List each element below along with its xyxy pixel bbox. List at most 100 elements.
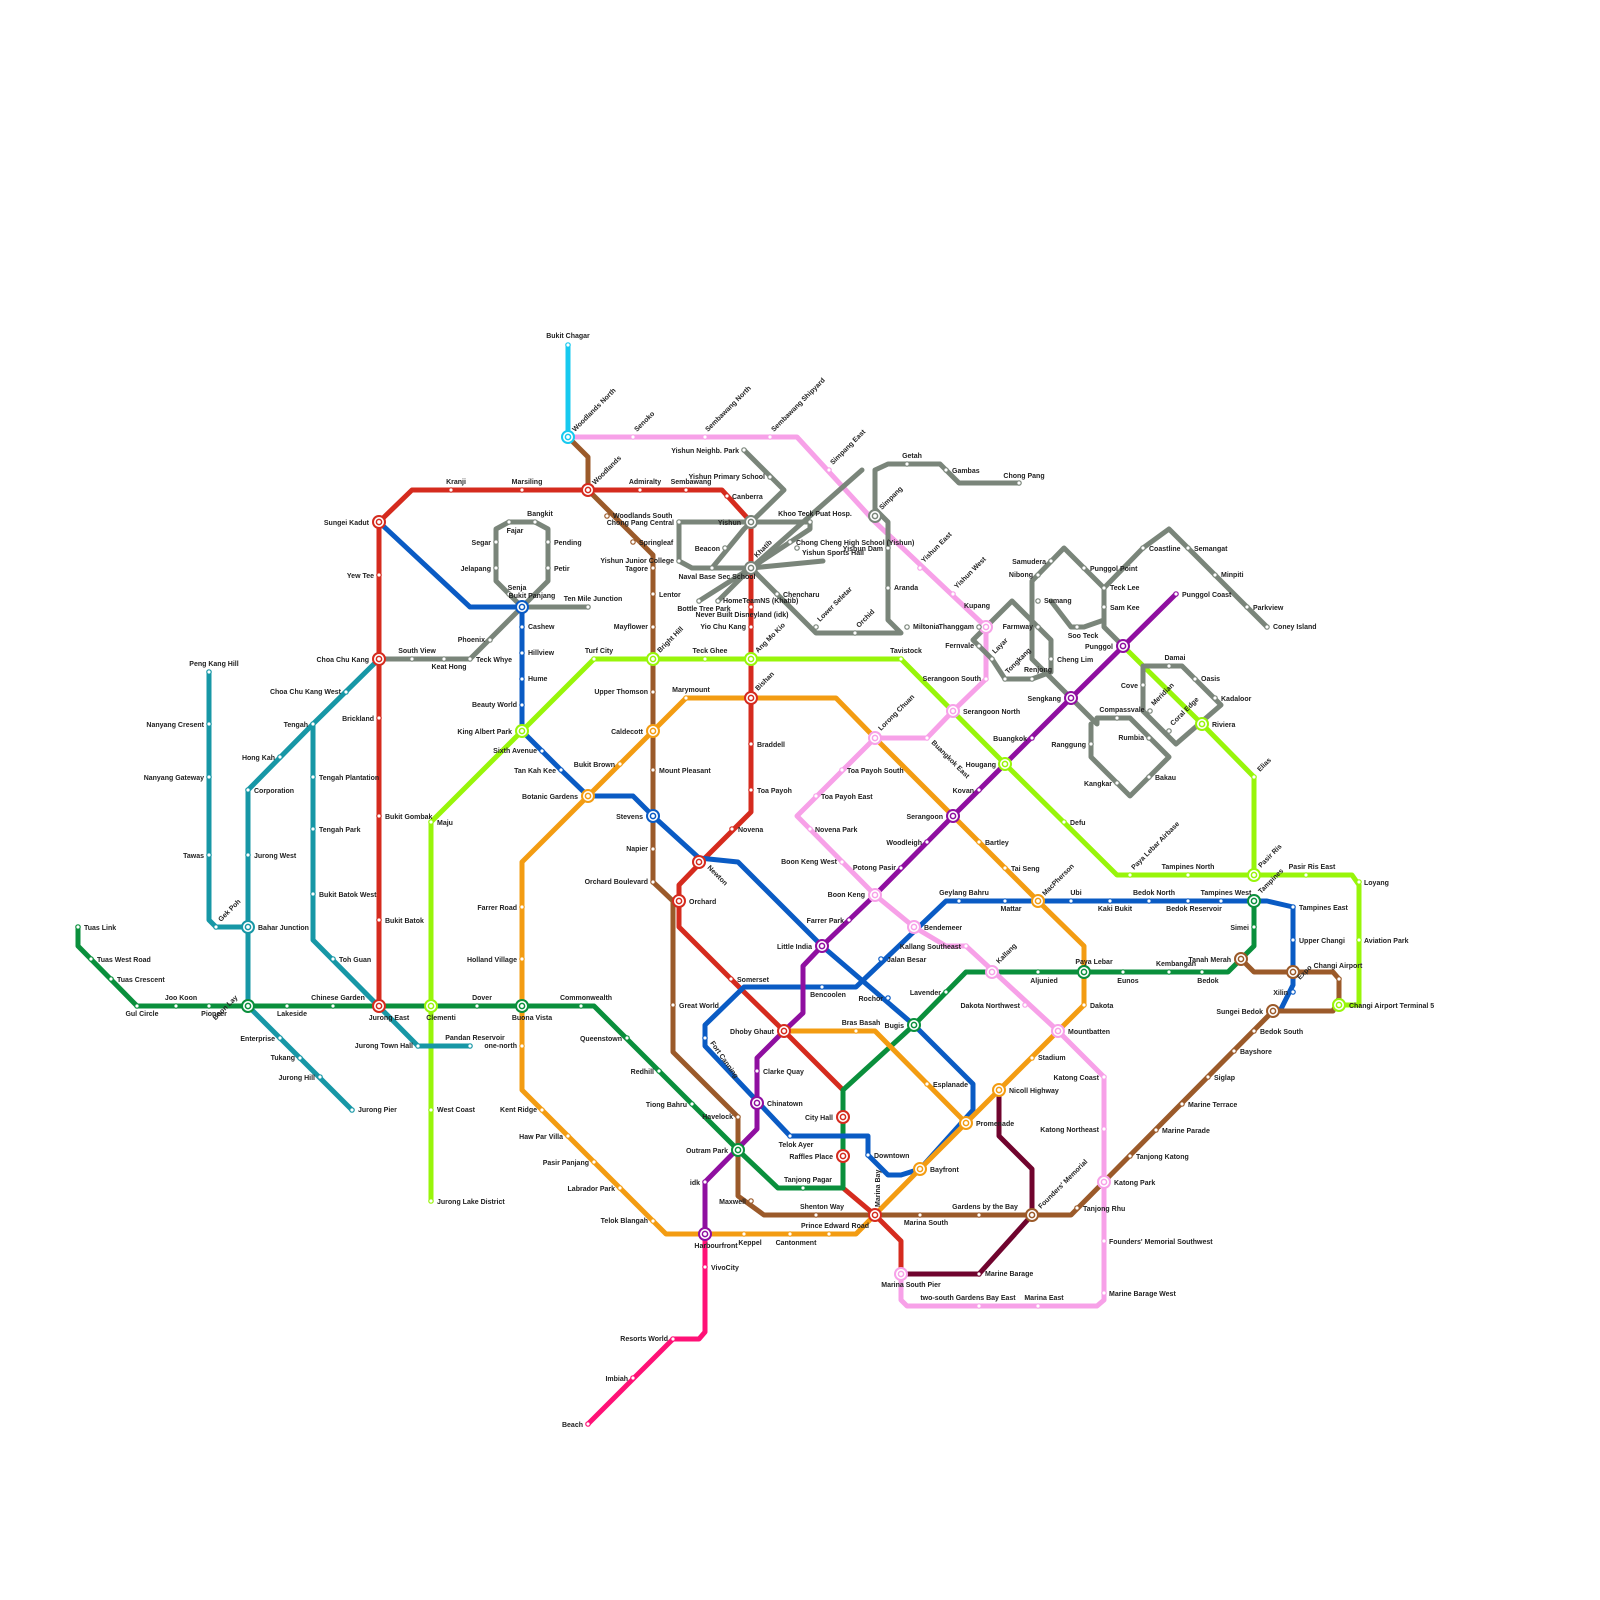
station-marker[interactable] <box>467 1043 473 1049</box>
station-marker[interactable] <box>206 721 212 727</box>
station-marker[interactable] <box>519 676 525 682</box>
station-marker[interactable] <box>245 787 251 793</box>
station-marker[interactable] <box>581 789 595 803</box>
station-marker[interactable] <box>976 643 982 649</box>
station-marker[interactable] <box>836 1149 850 1163</box>
station-marker[interactable] <box>852 630 858 636</box>
station-marker[interactable] <box>650 767 656 773</box>
station-marker[interactable] <box>493 565 499 571</box>
station-marker[interactable] <box>702 1264 708 1270</box>
station-marker[interactable] <box>424 999 438 1013</box>
station-marker[interactable] <box>1035 969 1041 975</box>
station-marker[interactable] <box>836 1110 850 1124</box>
station-marker[interactable] <box>1192 676 1198 682</box>
station-marker[interactable] <box>1185 545 1191 551</box>
station-marker[interactable] <box>800 1185 806 1191</box>
station-marker[interactable] <box>637 487 643 493</box>
station-marker[interactable] <box>1101 604 1107 610</box>
station-marker[interactable] <box>1081 1002 1087 1008</box>
station-marker[interactable] <box>839 859 845 865</box>
station-marker[interactable] <box>206 774 212 780</box>
station-marker[interactable] <box>1231 1048 1237 1054</box>
station-marker[interactable] <box>515 999 529 1013</box>
station-marker[interactable] <box>1002 865 1008 871</box>
station-marker[interactable] <box>950 591 956 597</box>
station-marker[interactable] <box>1029 735 1035 741</box>
station-marker[interactable] <box>1120 969 1126 975</box>
station-marker[interactable] <box>376 813 382 819</box>
station-marker[interactable] <box>1025 1208 1039 1222</box>
station-marker[interactable] <box>748 741 754 747</box>
station-marker[interactable] <box>376 572 382 578</box>
station-marker[interactable] <box>519 1043 525 1049</box>
station-marker[interactable] <box>744 652 758 666</box>
station-marker[interactable] <box>826 1231 832 1237</box>
station-marker[interactable] <box>885 545 891 551</box>
station-marker[interactable] <box>741 1231 747 1237</box>
station-marker[interactable] <box>245 852 251 858</box>
station-marker[interactable] <box>767 474 773 480</box>
station-marker[interactable] <box>650 689 656 695</box>
station-marker[interactable] <box>297 1055 303 1061</box>
station-marker[interactable] <box>744 561 758 575</box>
station-marker[interactable] <box>545 565 551 571</box>
station-marker[interactable] <box>787 1231 793 1237</box>
station-marker[interactable] <box>650 879 656 885</box>
station-marker[interactable] <box>372 999 386 1013</box>
station-marker[interactable] <box>506 519 512 525</box>
station-marker[interactable] <box>330 956 336 962</box>
station-marker[interactable] <box>317 1074 323 1080</box>
station-marker[interactable] <box>767 434 773 440</box>
station-marker[interactable] <box>1290 904 1296 910</box>
station-marker[interactable] <box>585 1421 591 1427</box>
station-marker[interactable] <box>1185 898 1191 904</box>
station-marker[interactable] <box>539 748 545 754</box>
station-marker[interactable] <box>624 1035 630 1041</box>
station-marker[interactable] <box>372 515 386 529</box>
station-marker[interactable] <box>1185 872 1191 878</box>
station-marker[interactable] <box>578 1003 584 1009</box>
station-marker[interactable] <box>1064 691 1078 705</box>
station-marker[interactable] <box>585 604 591 610</box>
station-marker[interactable] <box>709 565 715 571</box>
station-marker[interactable] <box>956 898 962 904</box>
station-marker[interactable] <box>1114 780 1120 786</box>
station-marker[interactable] <box>1074 624 1080 630</box>
station-marker[interactable] <box>1356 879 1362 885</box>
station-marker[interactable] <box>868 1208 882 1222</box>
station-marker[interactable] <box>728 976 734 982</box>
station-marker[interactable] <box>241 920 255 934</box>
station-marker[interactable] <box>774 591 780 597</box>
station-marker[interactable] <box>787 1133 793 1139</box>
station-marker[interactable] <box>1205 1074 1211 1080</box>
station-marker[interactable] <box>777 1024 791 1038</box>
station-marker[interactable] <box>744 515 758 529</box>
station-marker[interactable] <box>372 652 386 666</box>
station-marker[interactable] <box>650 1218 656 1224</box>
station-marker[interactable] <box>561 430 575 444</box>
station-marker[interactable] <box>839 767 845 773</box>
station-marker[interactable] <box>1031 894 1045 908</box>
station-marker[interactable] <box>1029 676 1035 682</box>
station-marker[interactable] <box>1290 989 1296 995</box>
station-marker[interactable] <box>683 487 689 493</box>
station-marker[interactable] <box>1140 545 1146 551</box>
station-marker[interactable] <box>976 1212 982 1218</box>
station-marker[interactable] <box>310 826 316 832</box>
station-marker[interactable] <box>1290 937 1296 943</box>
station-marker[interactable] <box>630 434 636 440</box>
station-marker[interactable] <box>1048 656 1054 662</box>
station-marker[interactable] <box>976 787 982 793</box>
station-marker[interactable] <box>1179 1101 1185 1107</box>
station-marker[interactable] <box>277 754 283 760</box>
station-marker[interactable] <box>1074 1205 1080 1211</box>
station-marker[interactable] <box>1002 898 1008 904</box>
station-marker[interactable] <box>1140 682 1146 688</box>
station-marker[interactable] <box>676 558 682 564</box>
station-marker[interactable] <box>976 1271 982 1277</box>
station-marker[interactable] <box>134 1003 140 1009</box>
station-marker[interactable] <box>750 1096 764 1110</box>
station-marker[interactable] <box>868 731 882 745</box>
station-marker[interactable] <box>1016 480 1022 486</box>
station-marker[interactable] <box>1195 717 1209 731</box>
